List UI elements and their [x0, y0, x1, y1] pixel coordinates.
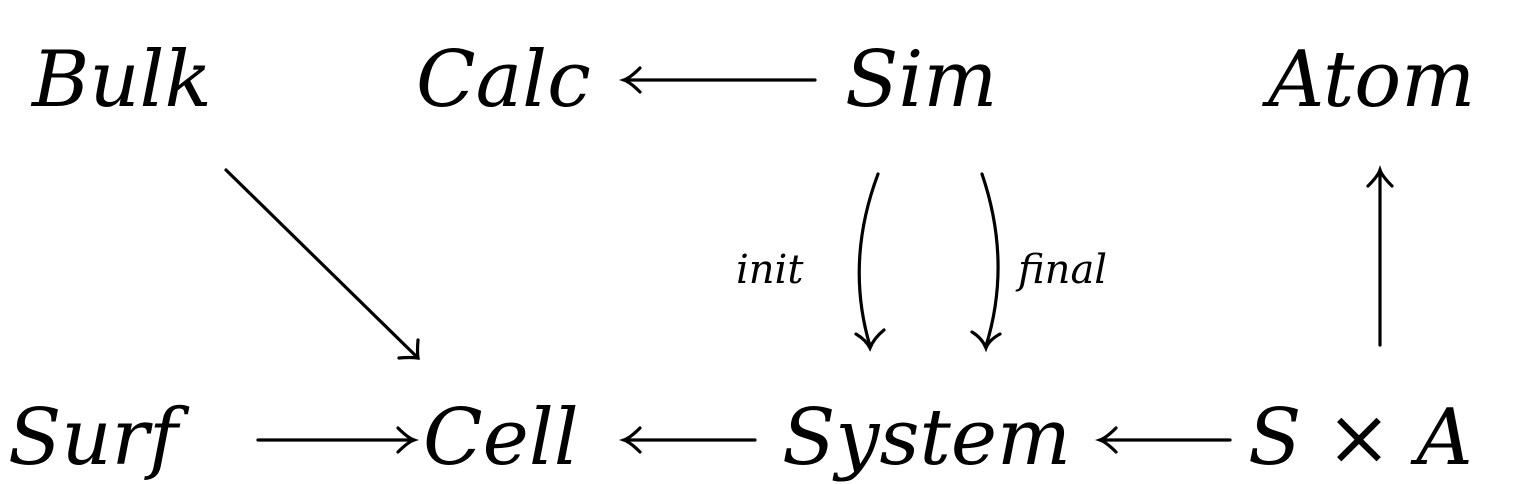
edge-label-final: final — [1015, 247, 1107, 293]
arrow-sim-to-calc — [618, 66, 817, 94]
arrow-sim-to-system-init — [854, 172, 886, 352]
arrow-sxa-to-system — [1094, 426, 1232, 454]
node-bulk: Bulk — [30, 35, 212, 125]
arrow-system-to-cell — [618, 426, 757, 454]
node-cell: Cell — [423, 393, 579, 483]
arrow-surf-to-cell — [256, 426, 420, 454]
arrow-bulk-to-cell — [224, 168, 420, 360]
node-sim: Sim — [845, 35, 997, 125]
edge-label-init: init — [736, 247, 804, 293]
node-system: System — [782, 393, 1071, 483]
arrow-sim-to-system-final — [970, 172, 1002, 353]
node-calc: Calc — [416, 35, 591, 125]
node-atom: Atom — [1262, 35, 1475, 125]
node-surf: Surf — [8, 393, 190, 483]
arrow-sxa-to-atom — [1366, 164, 1394, 347]
node-s-times-a: S × A — [1248, 393, 1473, 483]
